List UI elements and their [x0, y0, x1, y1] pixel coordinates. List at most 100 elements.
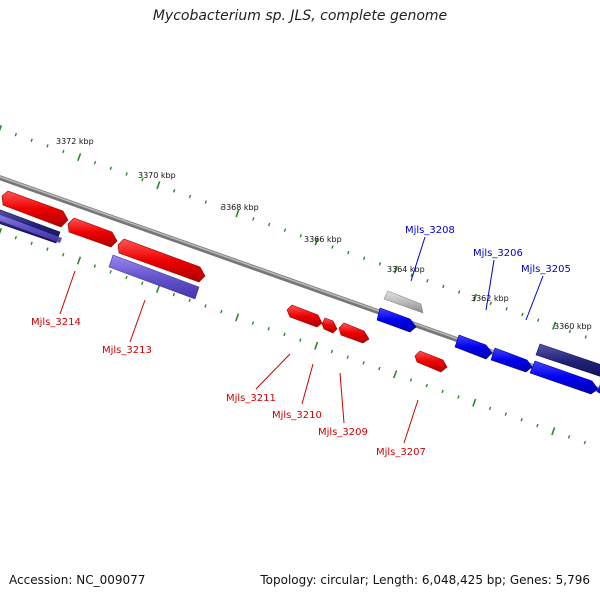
scale-tick	[472, 398, 477, 407]
scale-tick	[77, 153, 82, 162]
scale-tick	[536, 423, 539, 428]
scale-tick	[30, 138, 33, 142]
scale-tick	[235, 209, 240, 218]
gene-feature[interactable]	[376, 307, 417, 333]
gene-label[interactable]: Mjls_3213	[102, 345, 152, 356]
scale-tick	[125, 172, 128, 176]
gene-label[interactable]: Mjls_3206	[473, 248, 523, 259]
map-title: Mycobacterium sp. JLS, complete genome	[152, 8, 448, 24]
scale-label: 3372 kbp	[56, 137, 94, 146]
scale-tick	[393, 370, 398, 379]
scale-tick	[283, 332, 286, 337]
scale-tick	[584, 335, 587, 339]
scale-tick	[362, 361, 365, 365]
scale-tick	[0, 124, 3, 132]
scale-tick	[441, 389, 444, 394]
scale-tick	[204, 200, 208, 204]
gene-label[interactable]: Mjls_3214	[31, 317, 81, 328]
scale-tick	[283, 228, 287, 232]
scale-tick	[93, 160, 97, 165]
scale-tick	[220, 205, 223, 210]
scale-tick	[76, 256, 82, 265]
gene-feature[interactable]	[414, 350, 448, 373]
scale-tick	[267, 222, 271, 227]
scale-tick	[299, 338, 302, 342]
gene-label[interactable]: Mjls_3207	[376, 447, 426, 458]
scale-tick	[409, 378, 413, 382]
scale-tick	[426, 279, 429, 283]
scale-tick	[188, 194, 192, 199]
gene-feature[interactable]	[454, 334, 493, 360]
scale-tick	[537, 318, 540, 322]
scale-tick	[314, 237, 319, 246]
gene-feature[interactable]	[67, 217, 118, 248]
gene-feature[interactable]	[529, 360, 599, 395]
scale-tick	[46, 247, 49, 251]
scale-tick	[155, 284, 161, 293]
scale-tick	[220, 309, 223, 314]
scale-tick	[0, 227, 3, 235]
gene-feature[interactable]	[383, 290, 424, 314]
scale-tick	[172, 189, 176, 193]
scale-tick	[109, 270, 112, 274]
gene-feature[interactable]	[490, 347, 533, 373]
scale-tick	[204, 304, 207, 308]
scale-tick	[410, 273, 413, 277]
scale-tick	[521, 312, 524, 317]
scale-tick	[520, 418, 523, 422]
scale-tick	[125, 275, 128, 280]
scale-tick	[141, 177, 144, 182]
scale-tick	[442, 284, 445, 289]
scale-tick	[488, 406, 492, 411]
gene-labels: Mjls_3214 Mjls_3213 Mjls_3211 Mjls_3210 …	[31, 225, 571, 458]
scale-tick	[234, 313, 240, 322]
gene-feature[interactable]	[117, 238, 206, 283]
scale-label: 3370 kbp	[138, 171, 176, 180]
scale-tick	[314, 341, 319, 350]
scale-tick	[172, 292, 176, 297]
gene-feature[interactable]	[338, 322, 370, 344]
gene-feature[interactable]	[286, 304, 323, 328]
gene-feature[interactable]	[0, 213, 62, 243]
scale-tick	[62, 149, 65, 154]
scale-tick	[378, 262, 382, 266]
gene-feature[interactable]	[321, 317, 338, 334]
gene-label[interactable]: Mjls_3209	[318, 427, 368, 438]
scale-tick	[489, 301, 492, 305]
outer-scale-track	[0, 124, 587, 339]
gene-label[interactable]: Mjls_3208	[405, 225, 455, 236]
scale-tick	[14, 235, 18, 240]
scale-tick	[567, 435, 571, 439]
gene-feature[interactable]	[535, 343, 600, 378]
gene-label[interactable]: Mjls_3211	[226, 393, 276, 404]
scale-tick	[378, 366, 381, 371]
genome-summary-text: Topology: circular; Length: 6,048,425 bp…	[260, 573, 590, 587]
gene-label[interactable]: Mjls_3205	[521, 264, 571, 275]
scale-tick	[583, 440, 587, 445]
gene-leader-lines	[59, 236, 544, 444]
scale-label: 3360 kbp	[554, 322, 592, 331]
scale-tick	[551, 427, 556, 436]
accession-text: Accession: NC_009077	[9, 573, 146, 587]
scale-label: 3362 kbp	[471, 294, 509, 303]
gene-feature[interactable]	[108, 254, 200, 300]
scale-tick	[30, 241, 33, 246]
gene-feature[interactable]	[1, 190, 69, 228]
scale-tick	[505, 307, 508, 311]
scale-tick	[457, 290, 461, 294]
scale-tick	[93, 264, 97, 268]
gene-label[interactable]: Mjls_3210	[272, 410, 322, 421]
scale-tick	[188, 298, 191, 303]
scale-label: 3364 kbp	[387, 265, 425, 274]
gene-feature[interactable]	[597, 384, 600, 396]
scale-tick	[331, 245, 334, 249]
scale-tick	[62, 253, 65, 257]
scale-tick	[457, 395, 460, 399]
scale-tick	[46, 144, 49, 148]
scale-tick	[109, 166, 113, 171]
scale-tick	[252, 217, 255, 221]
scale-tick	[362, 256, 366, 261]
scale-labels: 3372 kbp 3370 kbp 3368 kbp 3366 kbp 3364…	[56, 137, 592, 331]
scale-tick	[425, 383, 428, 388]
